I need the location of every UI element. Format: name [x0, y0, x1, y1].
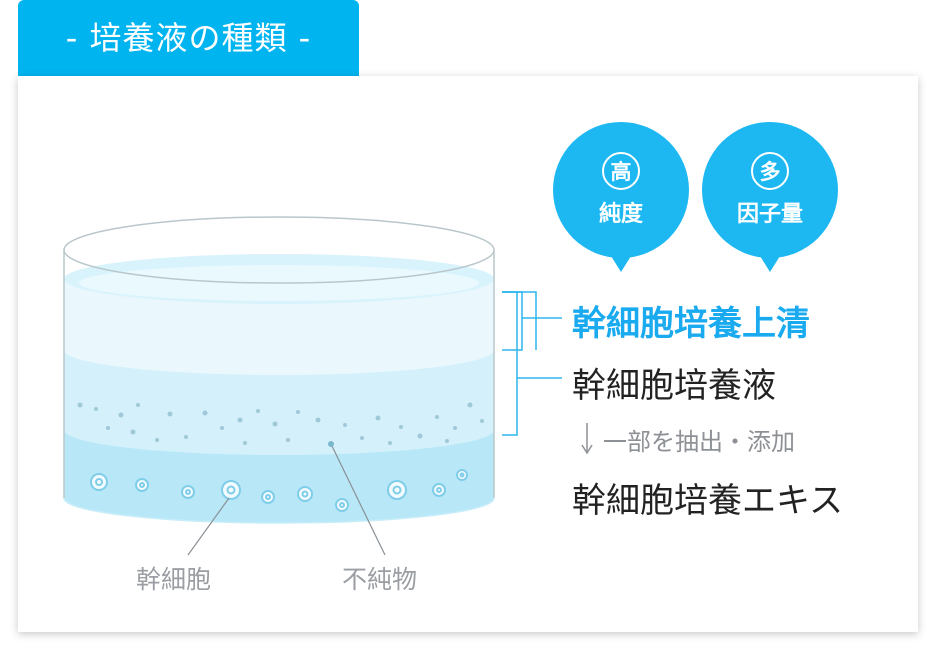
- badge-char-circle: 多: [751, 152, 789, 190]
- impurity-label: 不純物: [342, 565, 418, 594]
- badge-char-circle: 高: [602, 152, 640, 190]
- badge-word: 純度: [598, 202, 643, 227]
- stem-cell-label: 幹細胞: [136, 565, 212, 594]
- impurity-dots: [77, 402, 484, 447]
- stem-cells: [90, 469, 468, 512]
- stem-cell-pointer: [187, 497, 230, 556]
- supernatant-label: 幹細胞培養上清: [572, 304, 810, 344]
- extract-label: 幹細胞培養エキス: [572, 481, 843, 521]
- extract-note-label: 一部を抽出・添加: [603, 428, 795, 456]
- section-title: - 培養液の種類 -: [65, 19, 312, 57]
- cell-layer: [64, 430, 494, 523]
- high-purity-badge: 高 純度: [553, 122, 689, 272]
- section-title-tab: - 培養液の種類 -: [18, 0, 359, 78]
- many-factors-badge: 多 因子量: [702, 122, 838, 272]
- badge-word: 因子量: [736, 202, 803, 227]
- layer-brackets: [502, 291, 562, 436]
- impurity-pointer: [330, 443, 386, 556]
- culture-fluid-label: 幹細胞培養液: [572, 366, 776, 406]
